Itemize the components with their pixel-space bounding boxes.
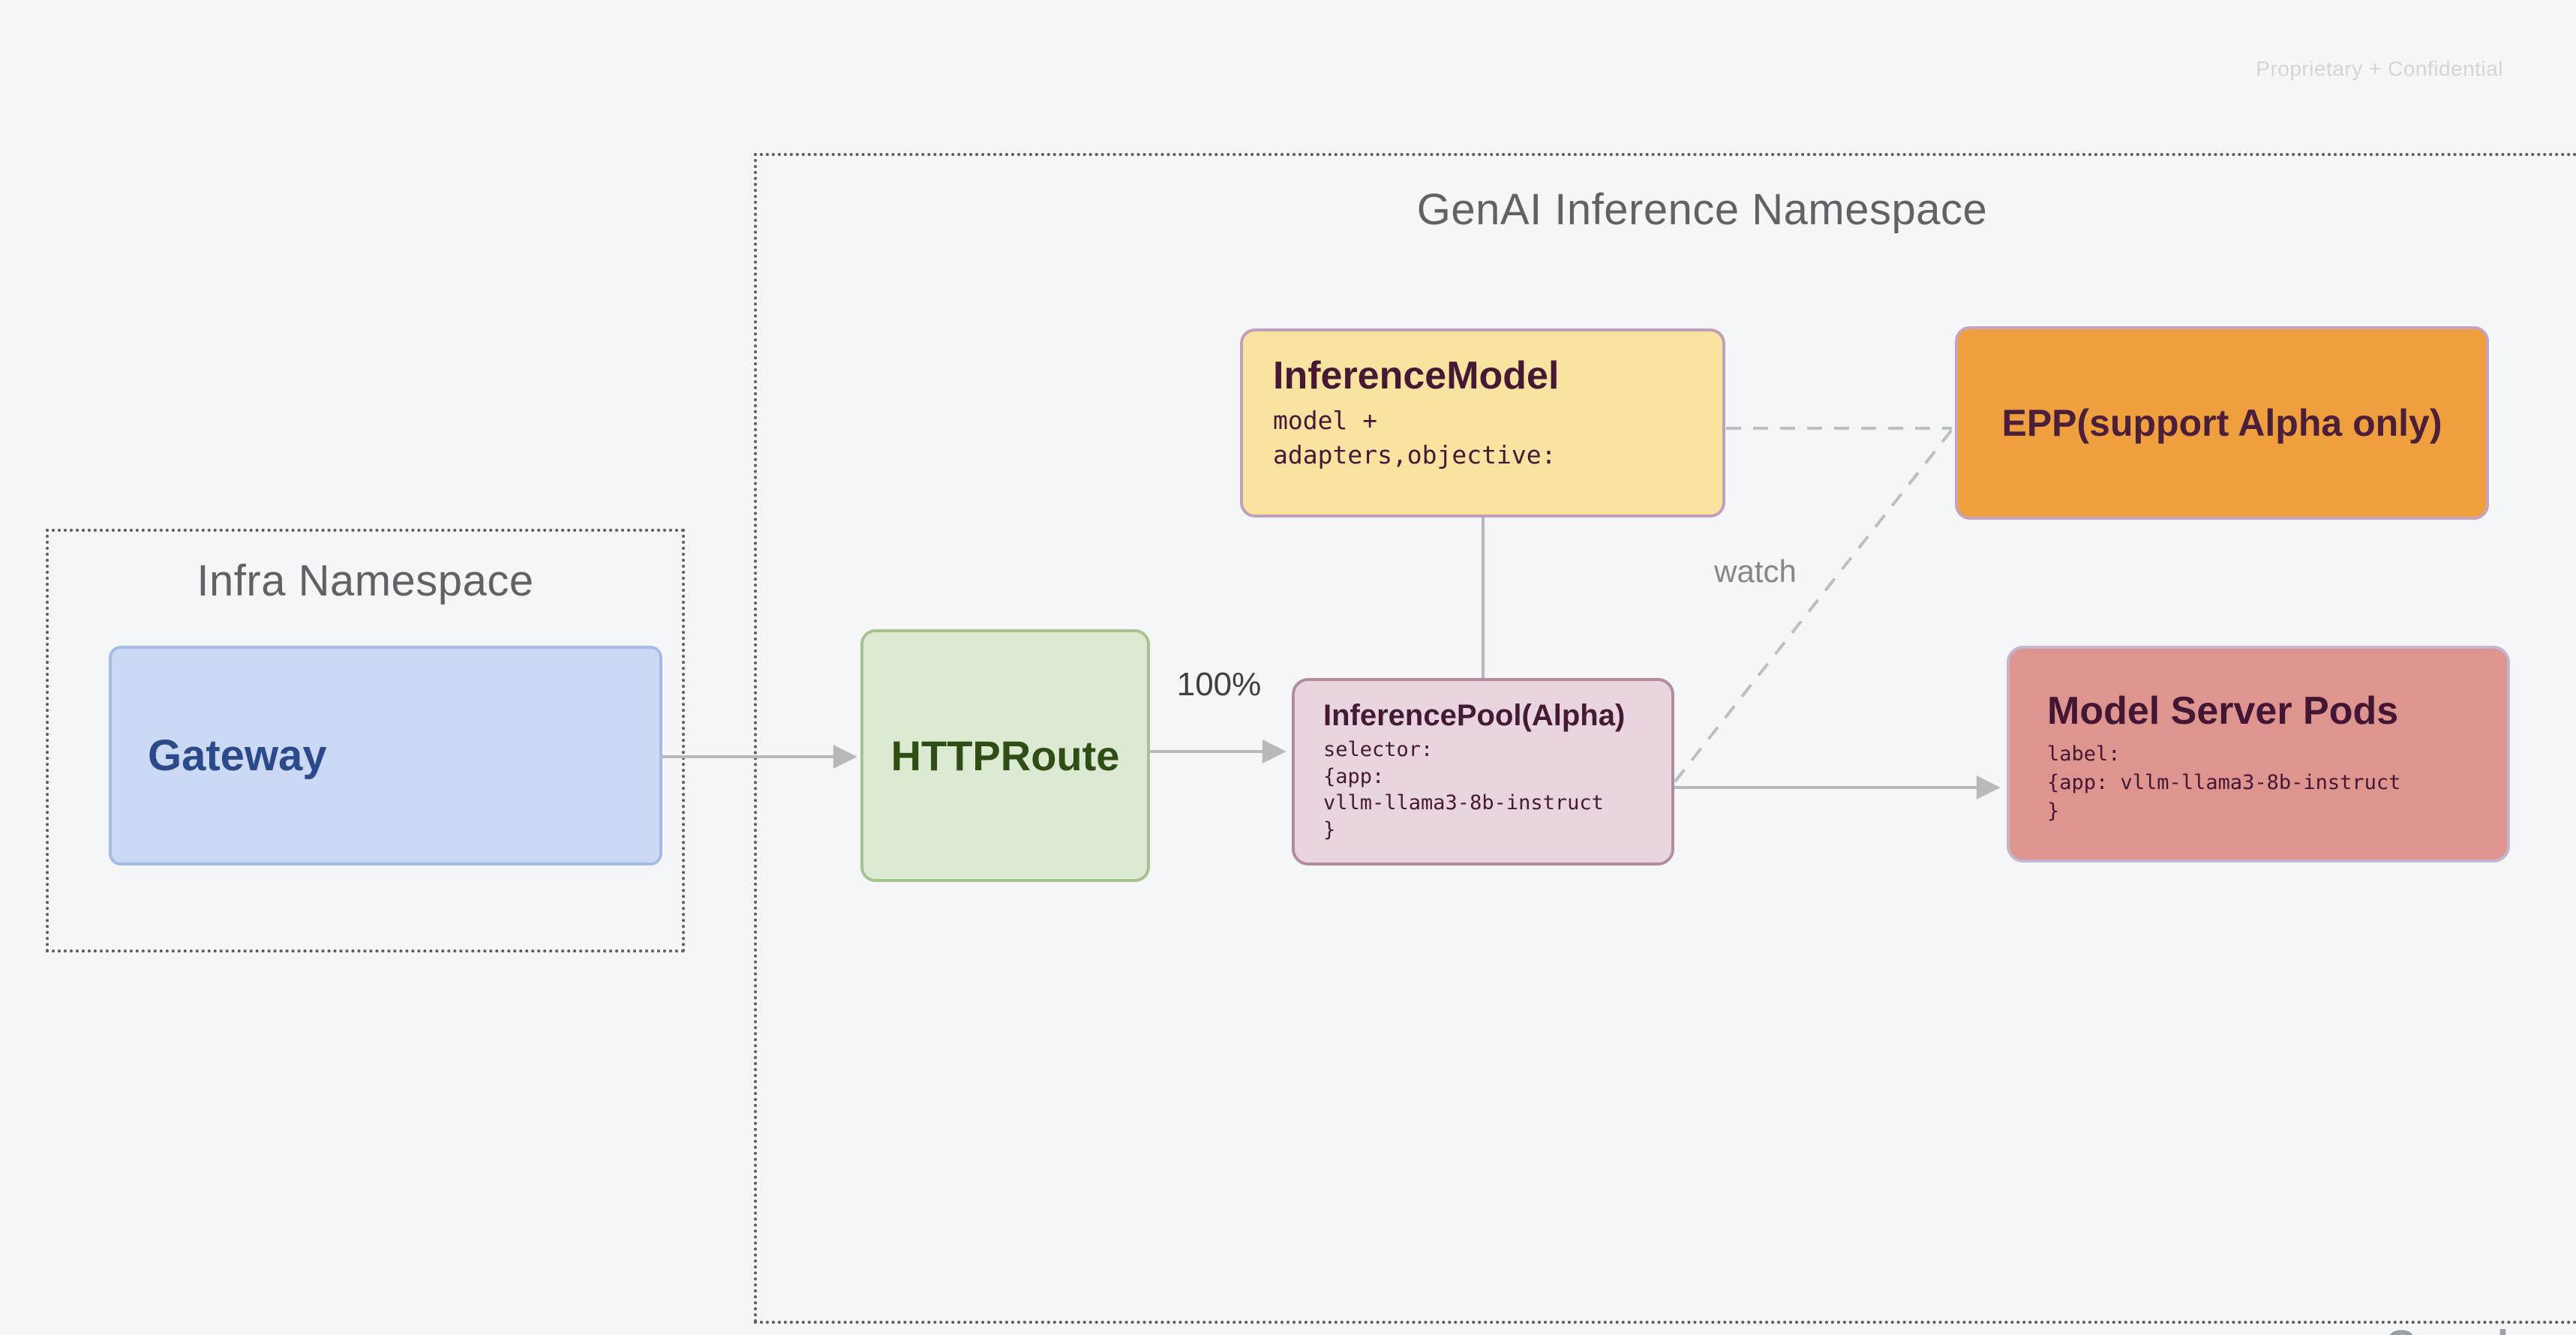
gateway-title: Gateway xyxy=(148,730,327,780)
genai-namespace-title: GenAI Inference Namespace xyxy=(1416,185,1988,234)
inference-pool-title: InferencePool(Alpha) xyxy=(1323,699,1626,732)
inference-model-title: InferenceModel xyxy=(1273,354,1560,398)
edge-pool-to-epp-dashed xyxy=(1674,428,1953,783)
traffic-split-label: 100% xyxy=(1176,666,1262,703)
inference-pool-node: InferencePool(Alpha) selector: {app: vll… xyxy=(1292,678,1674,866)
infra-namespace-box: Infra Namespace xyxy=(46,529,685,952)
inference-pool-selector: selector: {app: vllm-llama3-8b-instruct … xyxy=(1323,738,1604,842)
infra-namespace-title: Infra Namespace xyxy=(197,556,534,605)
confidential-watermark: Proprietary + Confidential xyxy=(2256,57,2503,80)
model-server-pods-node: Model Server Pods label: {app: vllm-llam… xyxy=(2007,646,2510,862)
httproute-title: HTTPRoute xyxy=(890,731,1120,779)
epp-title: EPP(support Alpha only) xyxy=(2001,402,2442,444)
model-server-pods-label: label: {app: vllm-llama3-8b-instruct } xyxy=(2047,742,2401,823)
gateway-node: Gateway xyxy=(109,646,662,866)
epp-node: EPP(support Alpha only) xyxy=(1955,326,2489,520)
genai-namespace-box: GenAI Inference Namespace xyxy=(754,153,2576,1324)
inference-model-spec: model + adapters,objective: xyxy=(1273,406,1557,470)
model-server-pods-title: Model Server Pods xyxy=(2047,689,2399,733)
google-logo: Google xyxy=(2385,1322,2534,1335)
inference-model-node: InferenceModel model + adapters,objectiv… xyxy=(1240,328,1725,518)
watch-edge-label: watch xyxy=(1714,554,1797,589)
httproute-node: HTTPRoute xyxy=(860,629,1150,882)
